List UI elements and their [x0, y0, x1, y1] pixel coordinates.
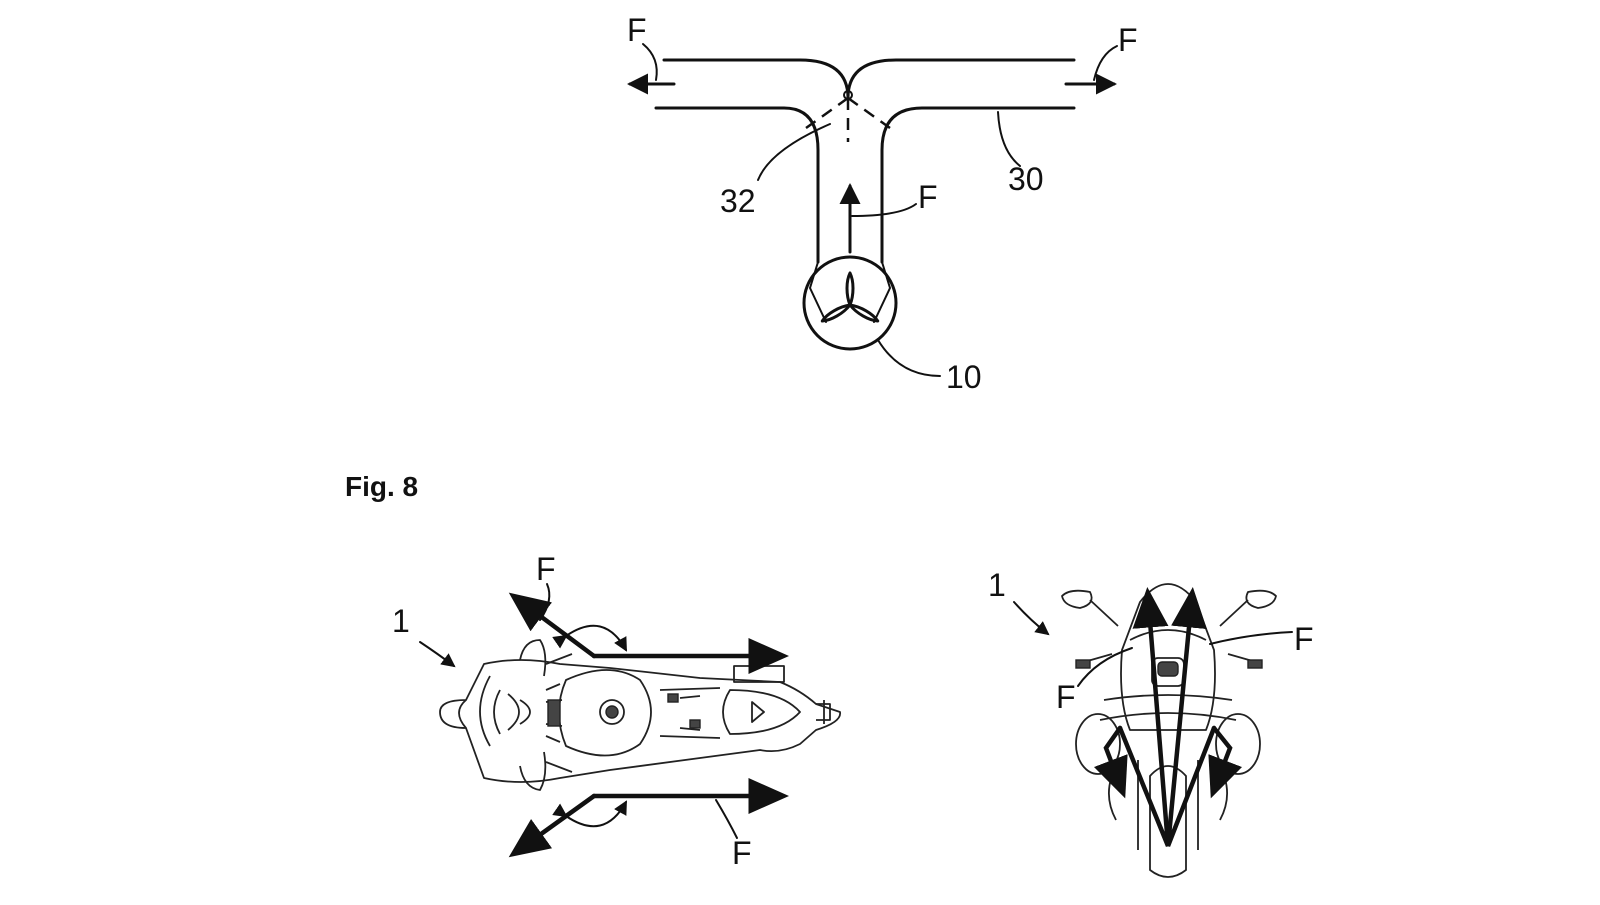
figure-label: Fig. 8: [345, 471, 418, 502]
label-ref-vehicle-left: 1: [392, 603, 410, 639]
label-flow-center: F: [918, 179, 938, 215]
motorcycle-top-view: F F 1: [392, 551, 841, 871]
airflow-arrow-left-lower: [1093, 725, 1128, 799]
instrument-cluster: [547, 699, 561, 727]
label-ref-duct: 30: [1008, 161, 1044, 197]
leader-ref-32: [757, 123, 831, 181]
airflow-arrow-front-right-path: [1165, 587, 1217, 847]
label-flow-right: F: [1118, 22, 1138, 58]
label-flow-left-front: F: [1056, 679, 1076, 715]
leader-flow-right: [1093, 45, 1118, 81]
fuel-cap: [599, 699, 625, 725]
duct-diagram: F F F 30 32 10: [627, 12, 1138, 395]
duct-upper-wall: [662, 58, 1076, 100]
angle-arc-bottom: [552, 800, 627, 828]
junction-splitter-left: [805, 96, 849, 130]
junction-point: [843, 90, 853, 100]
label-flow-left: F: [627, 12, 647, 48]
motorcycle-tank: [558, 669, 652, 757]
fan-inlet-right: [873, 261, 891, 323]
front-mirror-right: [1219, 589, 1277, 627]
leader-flow-right-front: [1209, 631, 1293, 645]
leader-ref-vehicle-left: [419, 641, 456, 668]
label-ref-vehicle-right: 1: [988, 567, 1006, 603]
duct-lower-right-wall: [880, 106, 1076, 264]
label-ref-fan: 10: [946, 359, 982, 395]
motorcycle-mirror-right: [519, 751, 547, 791]
leader-flow-top: [539, 583, 551, 621]
label-flow-top: F: [536, 551, 556, 587]
front-mirror-left: [1061, 589, 1119, 627]
angle-arc-top: [552, 624, 627, 652]
motorcycle-mirror-left: [519, 639, 547, 677]
leader-flow-bottom: [715, 799, 738, 839]
label-flow-right-front: F: [1294, 621, 1314, 657]
leader-flow-left-front: [1077, 647, 1133, 687]
label-flow-bottom: F: [732, 835, 752, 871]
junction-splitter-right: [847, 96, 891, 130]
duct-lower-left-wall: [654, 106, 820, 264]
leader-ref-vehicle-right: [1013, 601, 1050, 636]
label-ref-junction: 32: [720, 183, 756, 219]
fan-inlet-left: [809, 261, 827, 323]
motorcycle-fairing-outline: [439, 659, 841, 783]
fan-housing: [802, 255, 898, 351]
motorcycle-front-view: F F 1: [988, 567, 1314, 878]
leader-flow-left: [642, 43, 658, 81]
fan-icon: [820, 271, 880, 323]
leader-ref-30: [997, 111, 1021, 167]
motorcycle-seat: [722, 689, 801, 735]
leader-flow-center: [851, 203, 917, 217]
leader-ref-10: [877, 339, 941, 377]
front-windscreen: [1120, 583, 1216, 731]
airflow-arrow-right-lower: [1208, 725, 1243, 799]
